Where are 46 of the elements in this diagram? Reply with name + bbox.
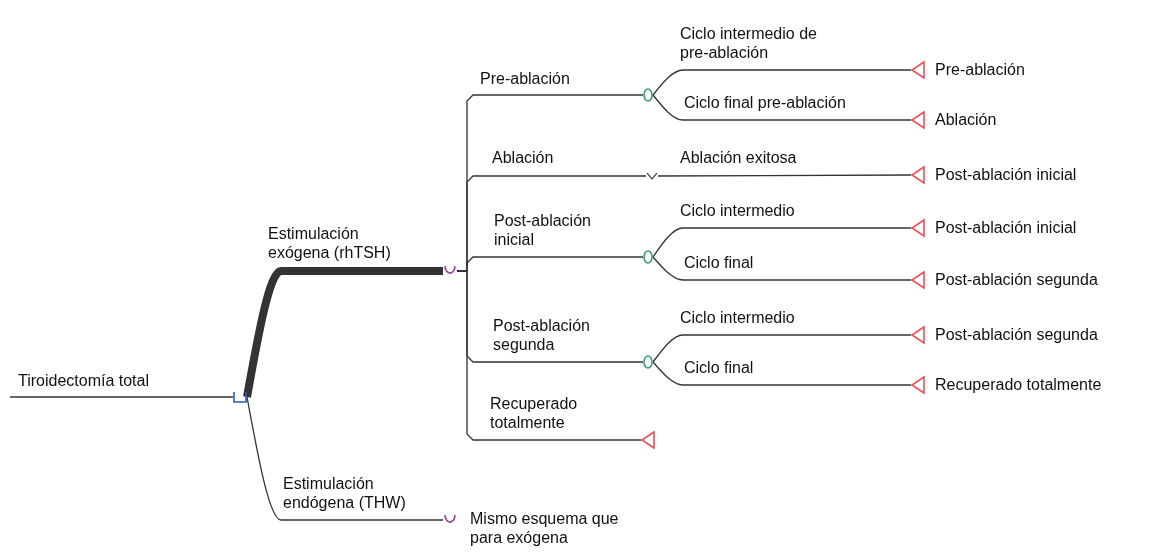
outcome-label: Pre-ablación (935, 60, 1025, 80)
chance-node (643, 88, 653, 102)
branch-label: Ciclo intermedio de pre-ablación (680, 23, 818, 62)
chance-node (643, 355, 653, 369)
chance-node (643, 250, 653, 264)
branch-line (652, 361, 912, 386)
branch-line (652, 227, 912, 258)
outcome-label: Post-ablación segunda (935, 325, 1098, 345)
terminal-node (911, 271, 925, 289)
branch-line (652, 69, 912, 96)
terminal-node (911, 111, 925, 129)
branch-label: Ciclo final (684, 252, 754, 272)
outcome-label: Post-ablación segunda (935, 270, 1098, 290)
branch-label: Ciclo final (684, 357, 754, 377)
branch-label: Ciclo final pre-ablación (684, 92, 846, 112)
outcome-label: Post-ablación inicial (935, 165, 1077, 185)
branch-label: Ciclo intermedio (680, 200, 795, 220)
outcome-label: Post-ablación inicial (935, 218, 1077, 238)
branch-label: Estimulación endógena (THW) (283, 473, 407, 512)
branch-line (652, 334, 912, 363)
outcome-label: Recuperado totalmente (935, 375, 1102, 395)
branch-label: Pre-ablación (480, 68, 570, 88)
branch-label: Estimulación exógena (rhTSH) (268, 223, 392, 262)
node-note: Mismo esquema que para exógena (470, 509, 620, 548)
branch-line (9, 396, 234, 398)
branch-label: Tiroidectomía total (18, 370, 149, 390)
branch-line (652, 256, 912, 281)
branch-line (456, 270, 642, 441)
decision-node (233, 391, 247, 403)
terminal-node (911, 61, 925, 79)
terminal-node (911, 166, 925, 184)
terminal-node (911, 376, 925, 394)
branch-line (657, 174, 912, 177)
branch-label: Ciclo intermedio (680, 307, 795, 327)
branch-label: Ablación exitosa (680, 147, 797, 167)
terminal-node (641, 431, 655, 449)
branch-label: Post-ablación inicial (494, 210, 592, 249)
branch-label: Recuperado totalmente (490, 393, 579, 432)
terminal-node (911, 219, 925, 237)
chance-node (646, 172, 658, 180)
outcome-label: Ablación (935, 110, 997, 130)
terminal-node (911, 326, 925, 344)
branch-label: Post-ablación segunda (493, 315, 591, 354)
branch-label: Ablación (492, 147, 554, 167)
branch-line (652, 94, 912, 121)
branch-line (246, 396, 444, 521)
